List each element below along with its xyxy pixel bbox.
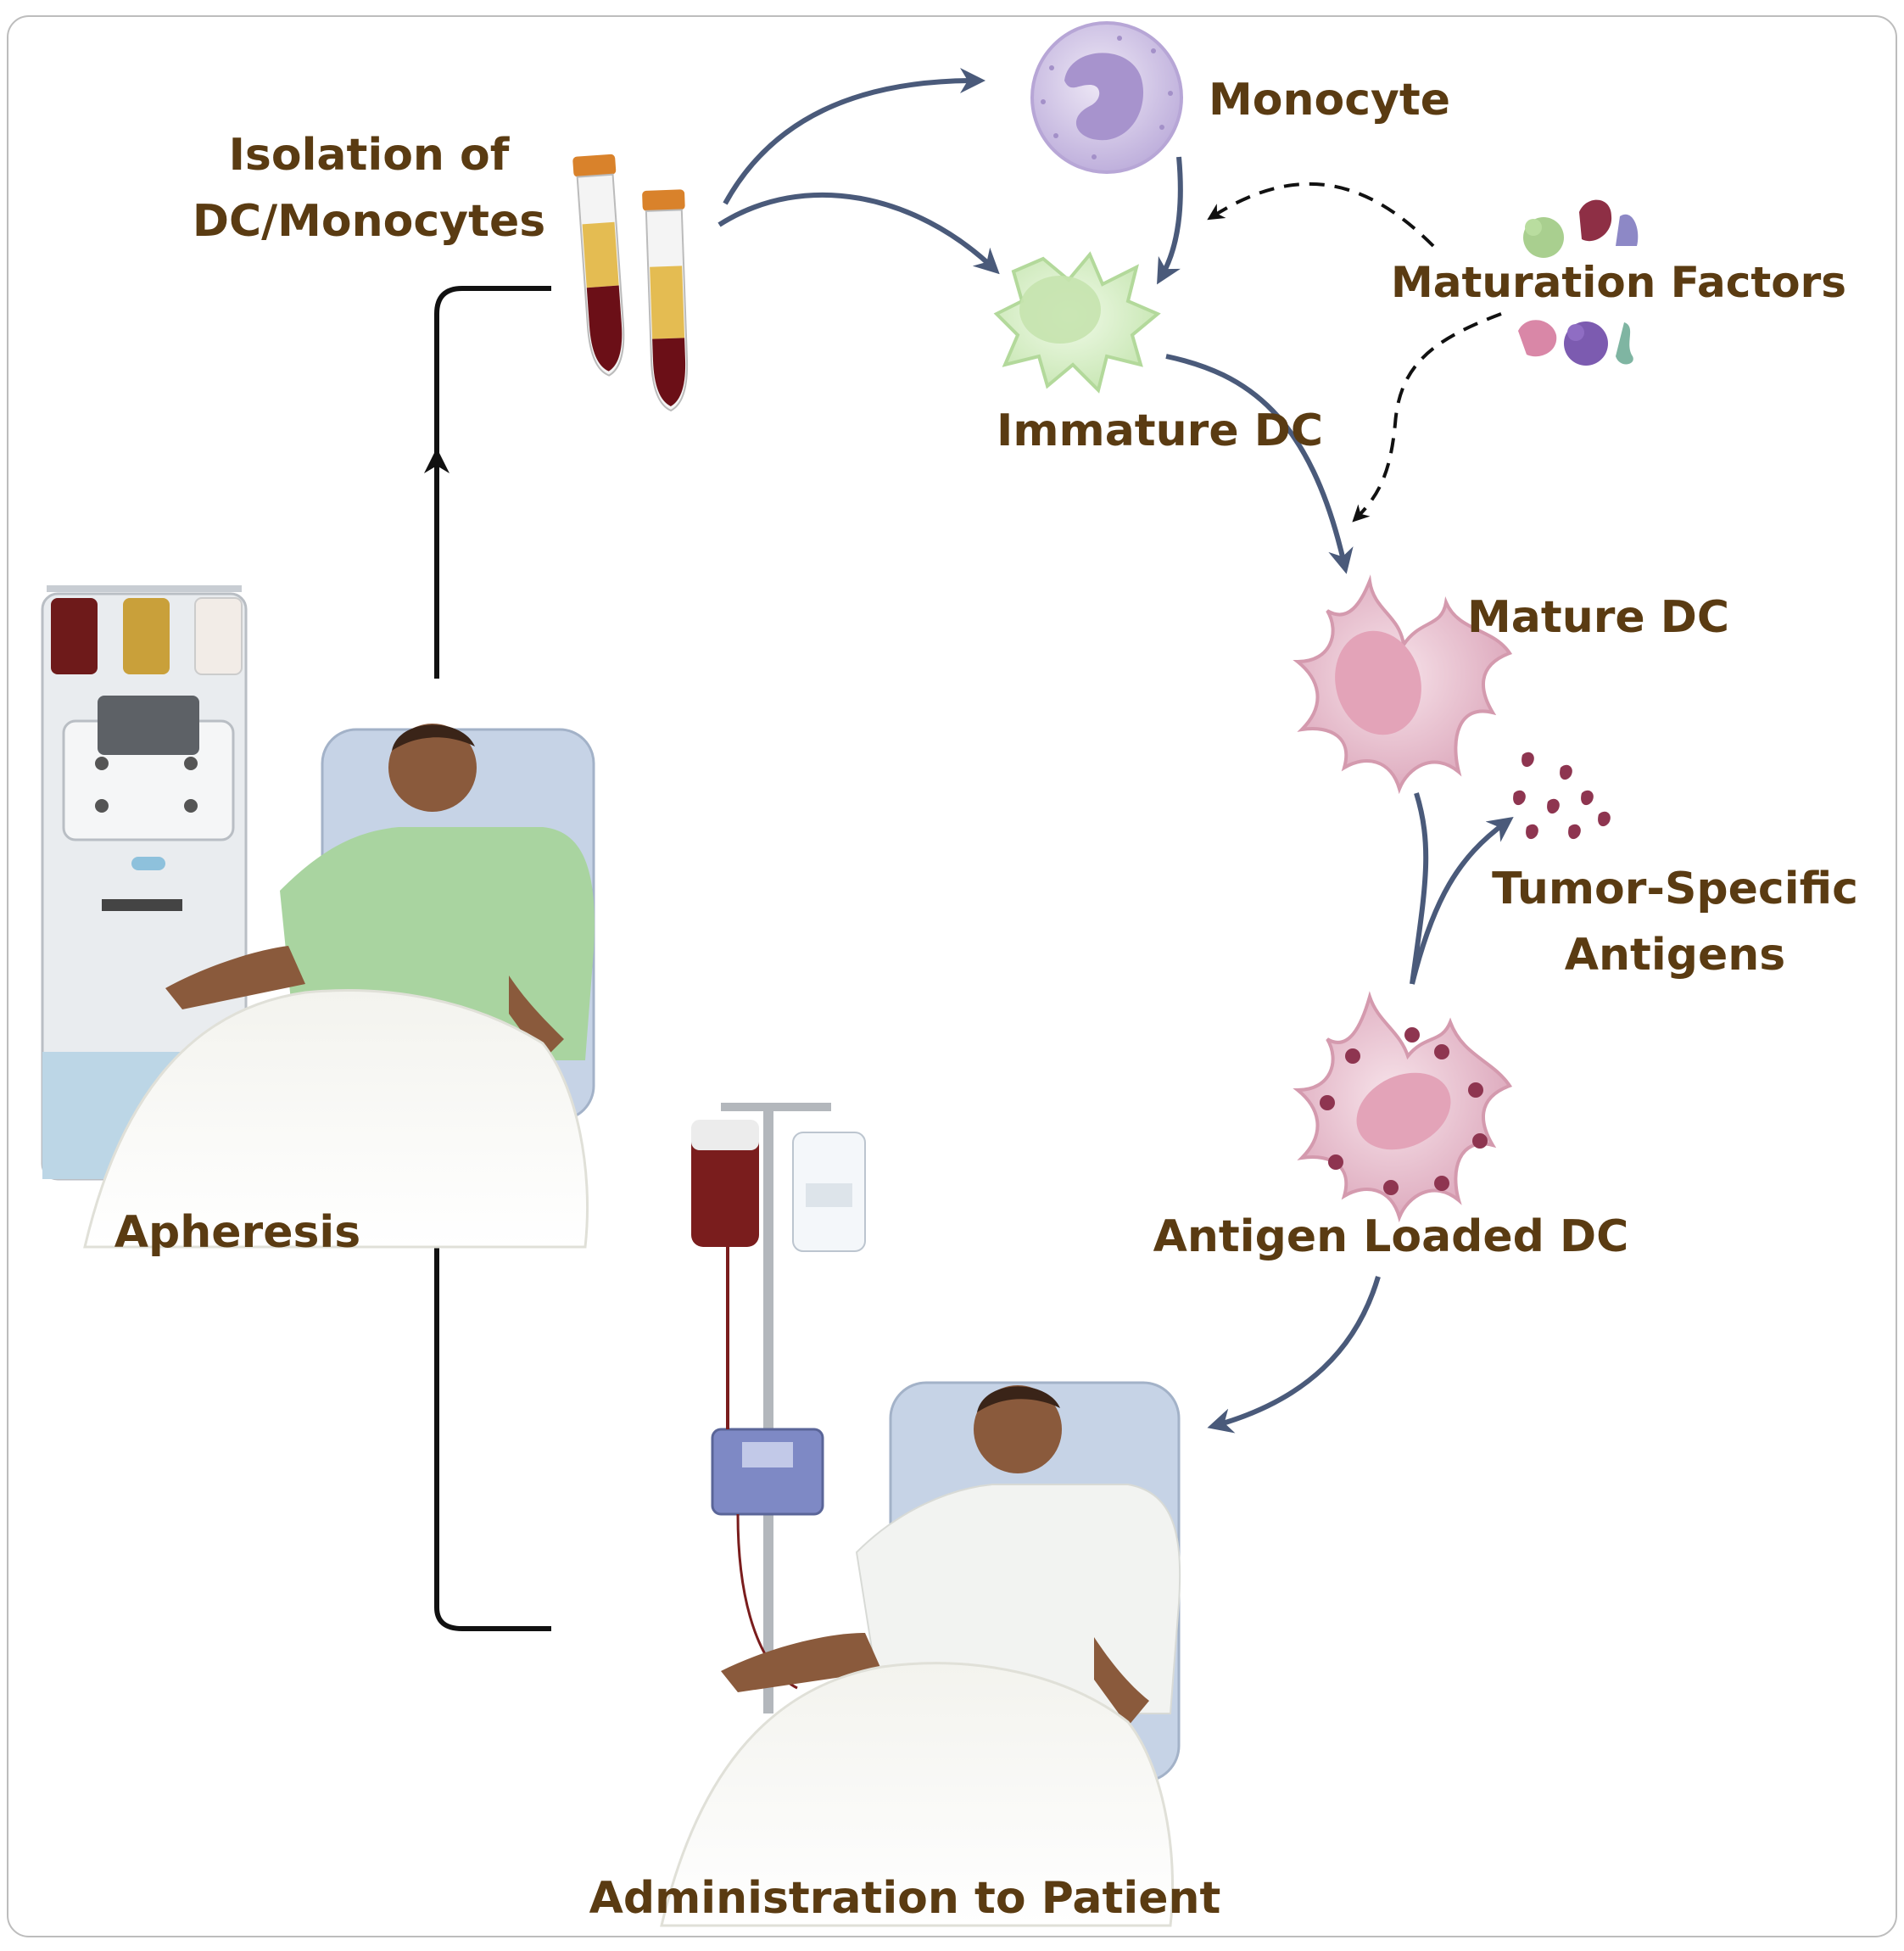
label-administration: Administration to Patient [589,1873,1221,1924]
label-mature-dc: Mature DC [1467,592,1729,643]
maturation-factor-molecules [1518,199,1639,366]
arrow-to-monocyte [723,68,986,205]
label-monocyte: Monocyte [1209,75,1450,126]
arrow-to-immature [717,192,1000,275]
antigen-loaded-dc-cell [1293,991,1513,1223]
labels: Isolation of DC/Monocytes Monocyte Matur… [114,75,1858,1924]
apheresis-illustration [41,585,595,1249]
arrow-monocyte-to-immature [1157,156,1183,285]
mature-dc-cell [1293,574,1513,795]
loop-connector [424,286,551,1631]
arrow-loaded-to-patient [1207,1276,1381,1434]
arrow-immature-to-mature [1165,354,1354,574]
label-immature-dc: Immature DC [997,405,1323,456]
label-maturation-factors: Maturation Factors [1391,258,1846,307]
label-isolation-line2: DC/Monocytes [193,196,545,247]
label-apheresis: Apheresis [114,1207,360,1258]
centrifuge-tubes [572,154,689,412]
label-tumor-line1: Tumor-Specific [1492,864,1858,914]
monocyte-cell [1030,21,1183,174]
maturation-dashed-arrows [1207,182,1502,523]
flow-arrows [717,68,1505,1434]
label-isolation-line1: Isolation of [229,130,511,181]
administration-illustration [660,1103,1181,1927]
immature-dc-cell [993,251,1161,394]
arrow-mature-to-loaded [1410,792,1505,985]
label-antigen-loaded-dc: Antigen Loaded DC [1153,1211,1629,1262]
label-tumor-line2: Antigens [1565,930,1785,981]
tumor-antigen-particles [1513,752,1611,840]
